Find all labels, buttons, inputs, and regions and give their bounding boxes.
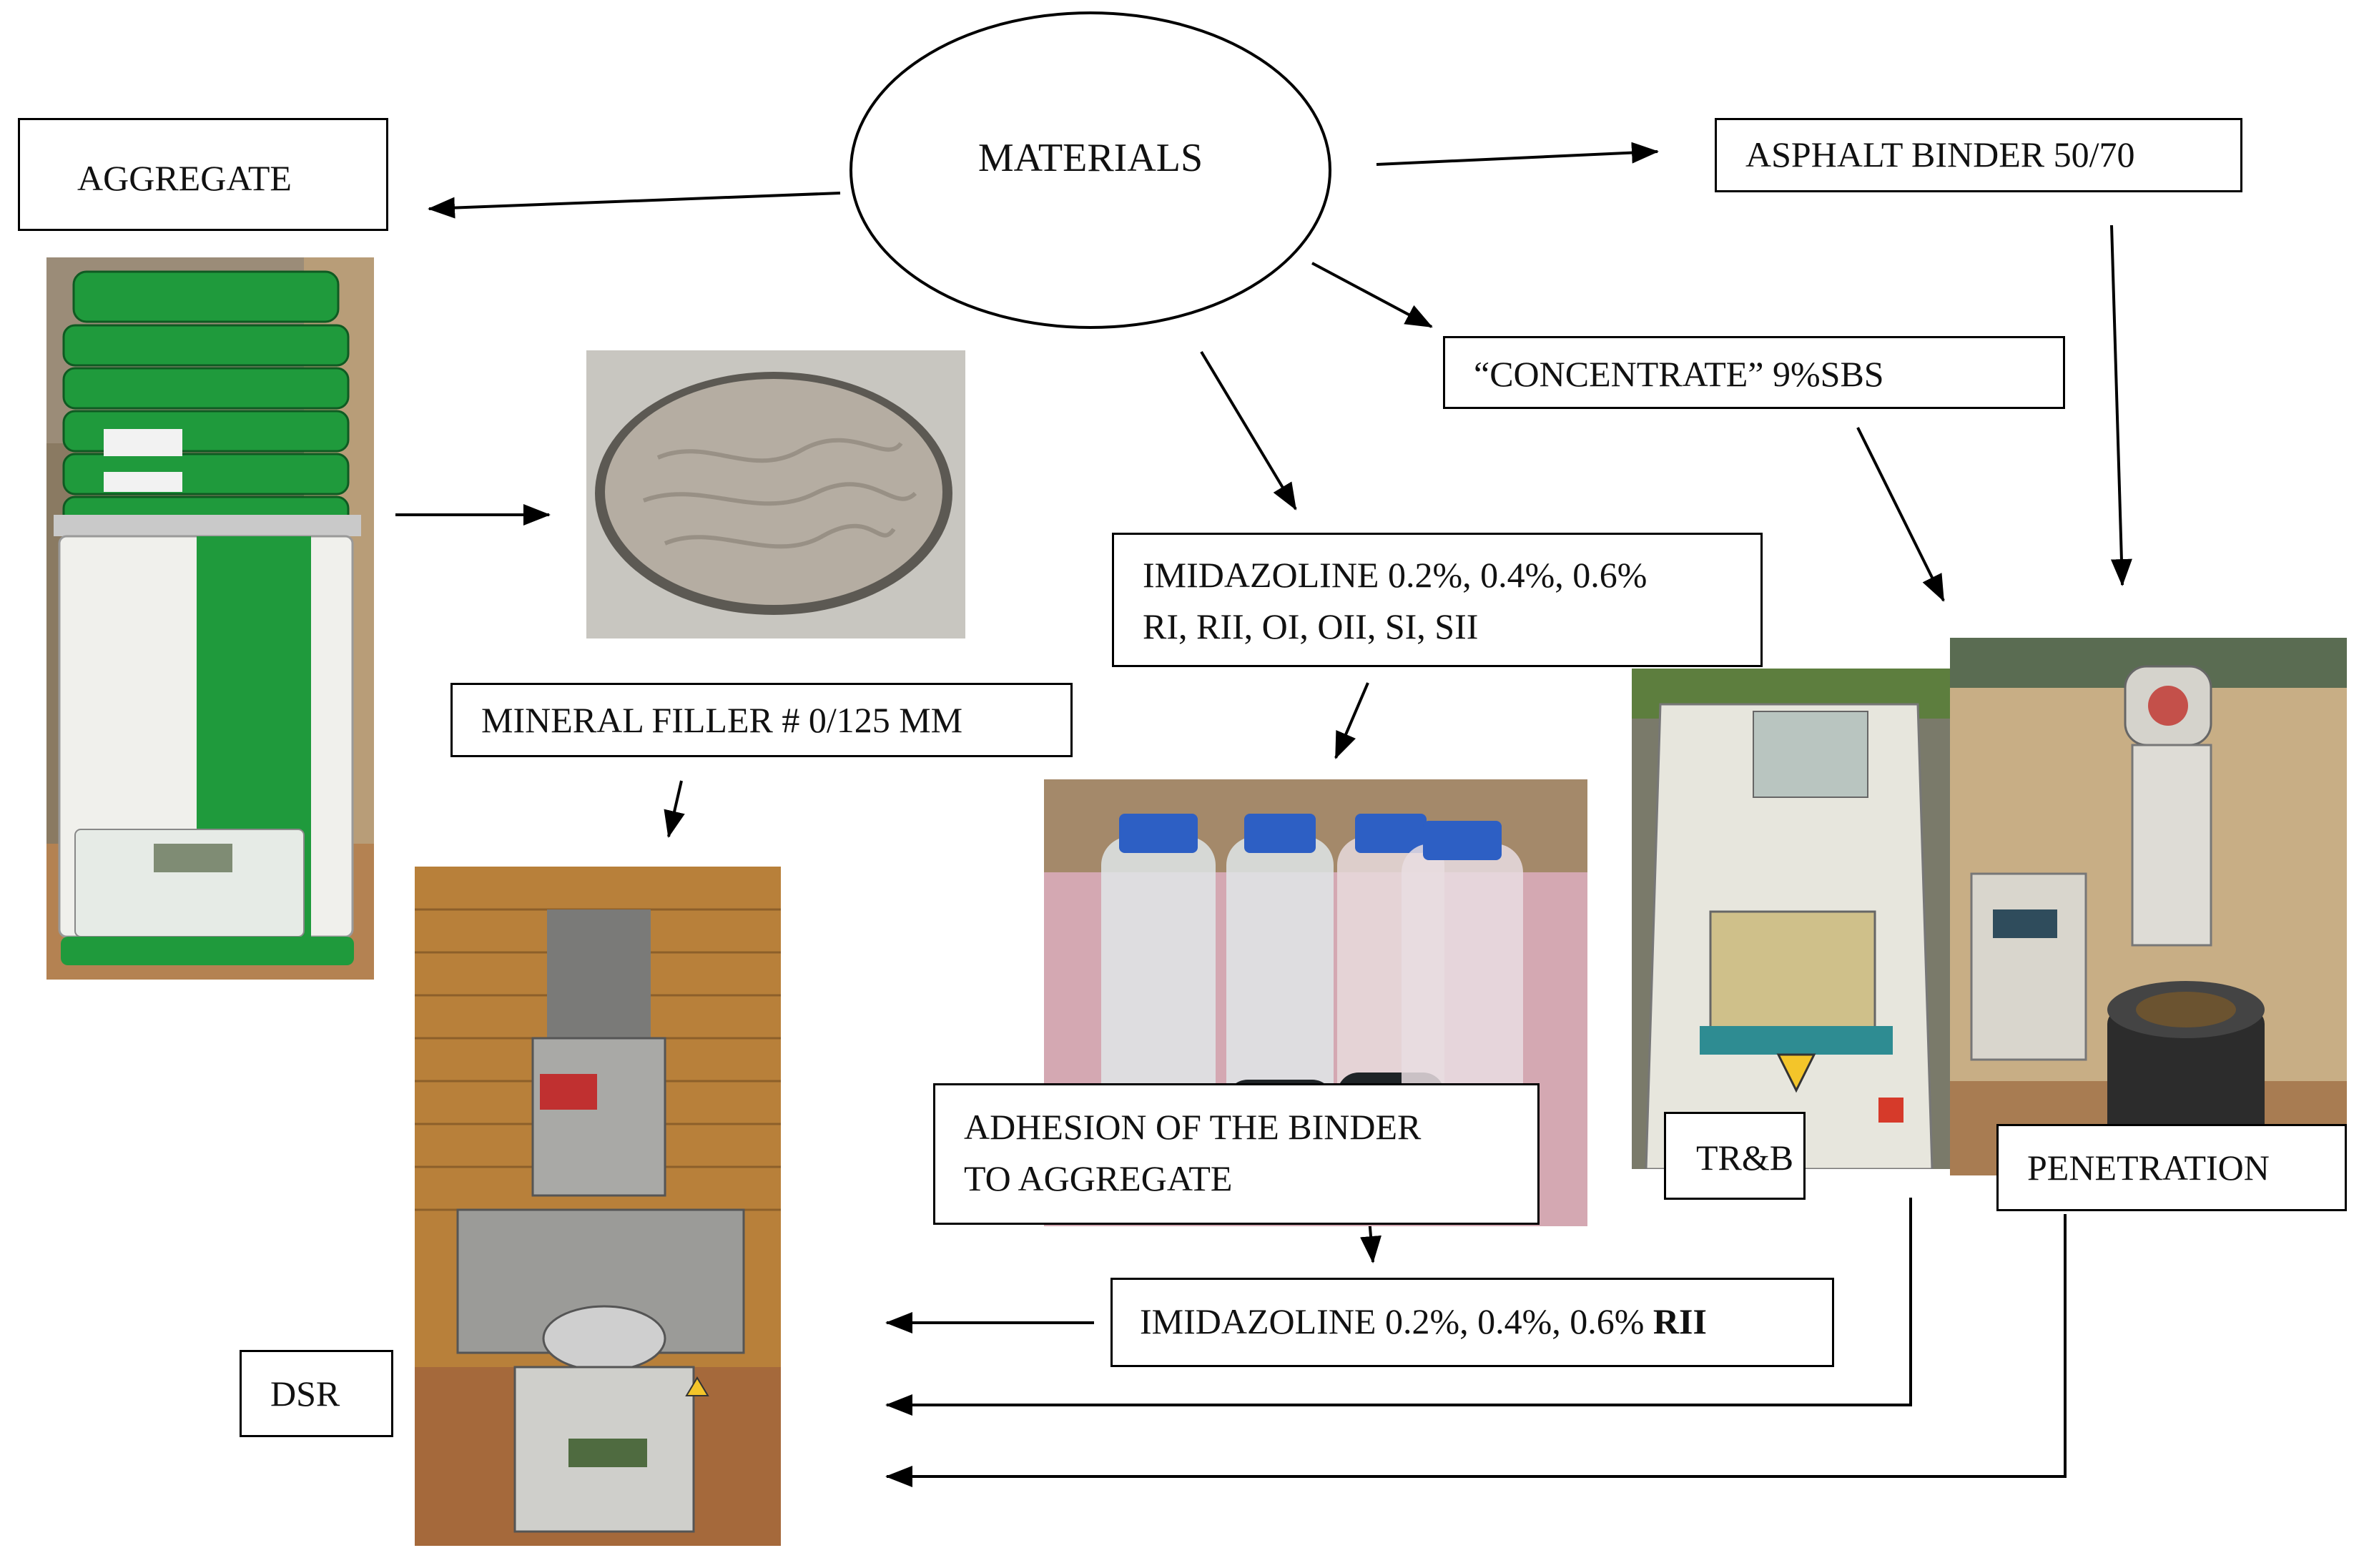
tr-b-label: TR&B — [1696, 1138, 1794, 1178]
mineral-filler-label: MINERAL FILLER # 0/125 MM — [481, 700, 963, 740]
arrow-adhesion-to-imidazoline-rii — [1360, 1218, 1381, 1263]
adhesion-box: ADHESION OF THE BINDER TO AGGREGATE — [933, 1083, 1540, 1225]
adhesion-label-line2: TO AGGREGATE — [964, 1158, 1233, 1198]
ring-and-ball-apparatus-photo — [1632, 669, 1950, 1169]
imidazoline-rii-label: IMIDAZOLINE 0.2%, 0.4%, 0.6% RII — [1140, 1296, 1832, 1347]
arrow-trb-to-dsr — [885, 1198, 1912, 1416]
materials-label: MATERIALS — [977, 136, 1203, 180]
imidazoline-label-line2: RI, RII, OI, OII, SI, SII — [1143, 606, 1479, 646]
imidazoline-rii-bold: RII — [1653, 1301, 1707, 1341]
dynamic-shear-rheometer-photo — [415, 867, 781, 1546]
tr-b-box: TR&B — [1664, 1112, 1806, 1200]
arrow-materials-to-asphalt-binder — [1376, 142, 1659, 166]
dsr-box: DSR — [240, 1350, 393, 1437]
materials-ellipse — [849, 11, 1331, 329]
arrow-filler-to-dsr — [664, 780, 685, 838]
imidazoline-label-line1: IMIDAZOLINE 0.2%, 0.4%, 0.6% — [1143, 555, 1648, 595]
imidazoline-box: IMIDAZOLINE 0.2%, 0.4%, 0.6% RI, RII, OI… — [1112, 533, 1763, 667]
arrow-penetration-to-dsr — [885, 1214, 2067, 1487]
penetrometer-photo — [1950, 638, 2347, 1175]
asphalt-binder-label: ASPHALT BINDER 50/70 — [1745, 134, 2135, 174]
arrow-concentrate-to-penetration — [1856, 427, 1945, 602]
dsr-label: DSR — [270, 1374, 340, 1414]
mineral-filler-box: MINERAL FILLER # 0/125 MM — [450, 683, 1073, 757]
arrow-materials-to-imidazoline — [1200, 350, 1297, 511]
adhesion-label-line1: ADHESION OF THE BINDER — [964, 1107, 1422, 1147]
imidazoline-rii-text: IMIDAZOLINE 0.2%, 0.4%, 0.6% — [1140, 1301, 1653, 1341]
arrow-materials-to-aggregate — [428, 192, 841, 219]
concentrate-label: “CONCENTRATE” 9%SBS — [1474, 354, 1884, 394]
penetration-label: PENETRATION — [2027, 1148, 2270, 1188]
aggregate-label: AGGREGATE — [77, 158, 292, 198]
imidazoline-rii-box: IMIDAZOLINE 0.2%, 0.4%, 0.6% RII — [1110, 1278, 1834, 1367]
mineral-filler-tray-photo — [586, 350, 965, 638]
arrow-materials-to-concentrate — [1311, 262, 1433, 328]
concentrate-box: “CONCENTRATE” 9%SBS — [1443, 336, 2065, 409]
aggregate-box: AGGREGATE — [18, 118, 388, 231]
arrow-binder-to-penetration — [2110, 225, 2132, 586]
asphalt-binder-box: ASPHALT BINDER 50/70 — [1715, 118, 2242, 192]
arrow-imidazoline-to-adhesion — [1334, 682, 1369, 759]
penetration-box: PENETRATION — [1996, 1124, 2347, 1211]
sieve-shaker-photo — [46, 257, 374, 980]
